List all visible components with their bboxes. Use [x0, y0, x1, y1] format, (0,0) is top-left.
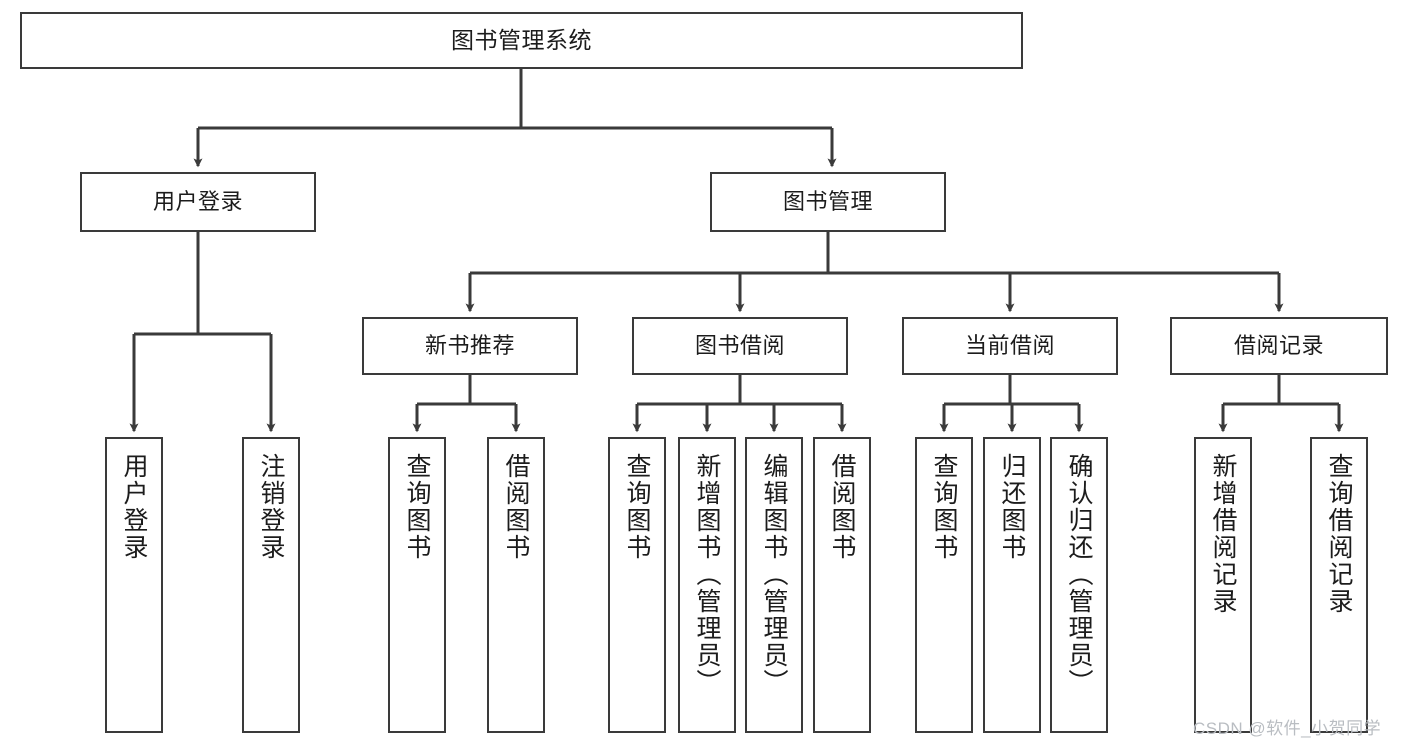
leaf-query-book-current[interactable]: 查询图书 [915, 437, 973, 733]
leaf-borrow-book-recommend-label: 借阅图书 [502, 453, 530, 561]
leaf-query-borrow-record[interactable]: 查询借阅记录 [1310, 437, 1368, 733]
watermark: CSDN @软件_小贺同学 [1193, 719, 1382, 738]
leaf-confirm-return-admin[interactable]: 确认归还（管理员） [1050, 437, 1108, 733]
node-borrow-record-label: 借阅记录 [1233, 333, 1324, 359]
node-borrow-record[interactable]: 借阅记录 [1170, 317, 1388, 375]
leaf-add-borrow-record[interactable]: 新增借阅记录 [1194, 437, 1252, 733]
node-root-label: 图书管理系统 [451, 27, 592, 54]
leaf-logout-label: 注销登录 [257, 453, 285, 561]
leaf-logout[interactable]: 注销登录 [242, 437, 300, 733]
leaf-add-borrow-record-label: 新增借阅记录 [1209, 453, 1237, 615]
leaf-query-book-borrow[interactable]: 查询图书 [608, 437, 666, 733]
leaf-borrow-book-recommend[interactable]: 借阅图书 [487, 437, 545, 733]
leaf-query-book-current-label: 查询图书 [930, 453, 958, 561]
node-book-management[interactable]: 图书管理 [710, 172, 946, 232]
leaf-edit-book-admin[interactable]: 编辑图书（管理员） [745, 437, 803, 733]
node-new-book-recommend[interactable]: 新书推荐 [362, 317, 578, 375]
leaf-user-login[interactable]: 用户登录 [105, 437, 163, 733]
node-book-management-label: 图书管理 [782, 189, 873, 215]
node-user-login-label: 用户登录 [152, 189, 243, 215]
leaf-add-book-admin[interactable]: 新增图书（管理员） [678, 437, 736, 733]
leaf-edit-book-admin-label: 编辑图书（管理员） [760, 453, 788, 696]
leaf-borrow-book-label: 借阅图书 [828, 453, 856, 561]
leaf-confirm-return-admin-label: 确认归还（管理员） [1065, 453, 1093, 696]
node-book-borrow[interactable]: 图书借阅 [632, 317, 848, 375]
node-user-login[interactable]: 用户登录 [80, 172, 316, 232]
leaf-query-borrow-record-label: 查询借阅记录 [1325, 453, 1353, 615]
node-current-borrow[interactable]: 当前借阅 [902, 317, 1118, 375]
node-new-book-recommend-label: 新书推荐 [424, 333, 515, 359]
leaf-return-book-label: 归还图书 [998, 453, 1026, 561]
node-book-borrow-label: 图书借阅 [694, 333, 785, 359]
leaf-add-book-admin-label: 新增图书（管理员） [693, 453, 721, 696]
node-current-borrow-label: 当前借阅 [964, 333, 1055, 359]
leaf-borrow-book[interactable]: 借阅图书 [813, 437, 871, 733]
node-root[interactable]: 图书管理系统 [20, 12, 1023, 69]
leaf-query-book-recommend[interactable]: 查询图书 [388, 437, 446, 733]
leaf-query-book-borrow-label: 查询图书 [623, 453, 651, 561]
leaf-user-login-label: 用户登录 [120, 453, 148, 561]
leaf-query-book-recommend-label: 查询图书 [403, 453, 431, 561]
leaf-return-book[interactable]: 归还图书 [983, 437, 1041, 733]
